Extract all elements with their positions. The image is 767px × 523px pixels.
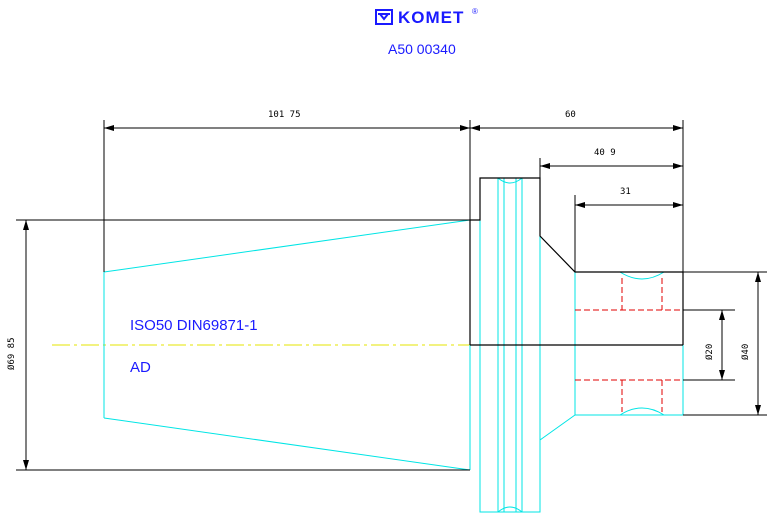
part-number: A50 00340 <box>388 41 456 57</box>
dim-text-taper-length: 101 75 <box>268 110 301 120</box>
brand-name: KOMET <box>398 8 464 27</box>
extension-lines <box>16 120 767 471</box>
dimension-lines <box>23 125 761 470</box>
komet-logo-icon <box>375 9 393 25</box>
dim-text-flange-diameter: Ø69 85 <box>6 337 17 370</box>
dim-text-outer-diameter: Ø40 <box>740 344 751 360</box>
dim-text-bore-diameter: Ø20 <box>704 344 715 360</box>
taper-outline <box>103 219 471 471</box>
dim-text-total-length: 60 <box>565 110 576 120</box>
dim-text-bore-depth: 31 <box>620 187 631 197</box>
registered-mark: ® <box>472 7 478 16</box>
hidden-bore-lines <box>575 278 683 412</box>
dim-text-mid-length: 40 9 <box>594 148 616 158</box>
logo: KOMET ® <box>375 7 478 27</box>
standard-label: ISO50 DIN69871-1 <box>130 317 258 334</box>
section-contour <box>469 177 684 346</box>
variant-label: AD <box>130 359 151 376</box>
